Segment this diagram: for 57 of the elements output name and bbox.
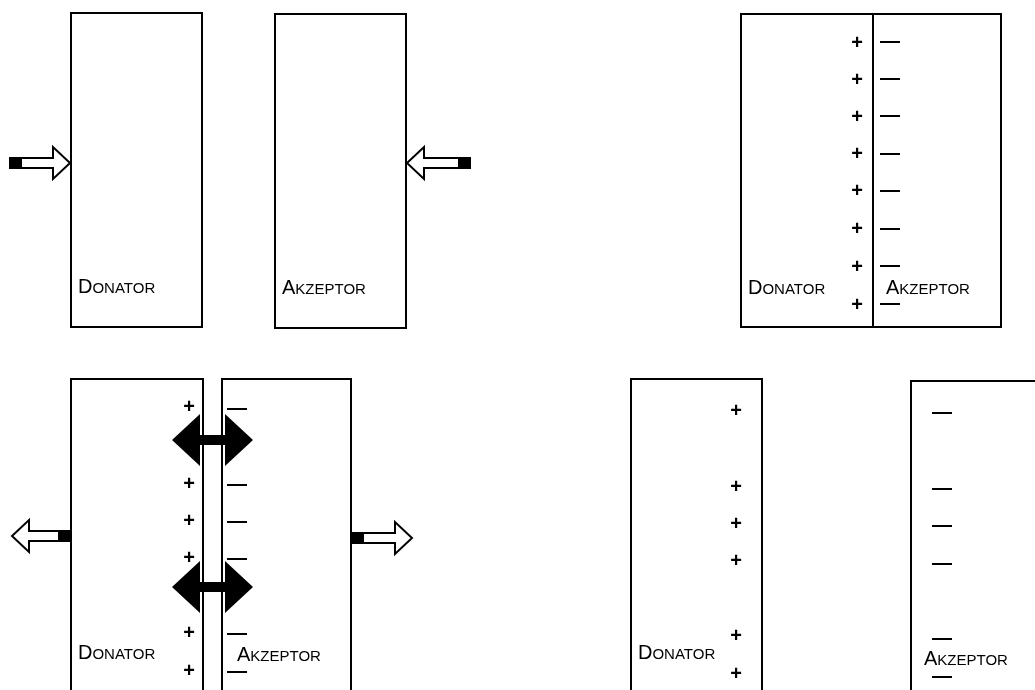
charge-sign: — [932,401,952,421]
layer-label: AKZEPTOR [886,277,970,297]
charge-sign: — [932,514,952,534]
charge-sign: — [227,397,247,417]
layer-label: DONATOR [78,276,156,296]
layer-label: DONATOR [748,277,826,297]
charge-sign: + [851,143,863,163]
charge-sign: — [932,552,952,572]
charge-sign: — [932,477,952,497]
charge-sign: + [183,473,195,493]
layer-box [630,378,763,690]
block-arrow [405,144,471,182]
charge-sign: + [730,476,742,496]
charge-sign: + [183,510,195,530]
charge-sign: — [880,179,900,199]
charge-sign: + [183,622,195,642]
layer-box [910,380,1035,690]
charge-sign: — [880,217,900,237]
charge-sign: — [880,30,900,50]
layer-label: DONATOR [638,642,716,662]
charge-sign: + [851,32,863,52]
layer-label: AKZEPTOR [924,648,1008,668]
layer-box [274,13,407,329]
charge-sign: — [880,142,900,162]
block-arrow [9,144,72,182]
charge-sign: + [730,663,742,683]
charge-sign: + [851,69,863,89]
charge-sign: + [851,256,863,276]
charge-sign: + [183,396,195,416]
charge-sign: — [880,254,900,274]
double-arrow [172,414,253,466]
double-arrow [172,561,253,613]
charge-sign: + [851,294,863,314]
layer-box [740,13,874,328]
charge-sign: + [730,513,742,533]
layer-box [70,12,203,328]
charge-sign: + [851,106,863,126]
charge-sign: — [227,622,247,642]
charge-sign: — [227,473,247,493]
charge-sign: + [183,660,195,680]
block-arrow [10,517,71,555]
charge-sign: + [730,625,742,645]
layer-label: AKZEPTOR [282,277,366,297]
layer-box [874,13,1002,328]
charge-sign: — [932,627,952,647]
charge-sign: — [932,665,952,685]
charge-sign: + [851,218,863,238]
charge-sign: — [880,67,900,87]
charge-sign: — [880,104,900,124]
charge-sign: — [227,510,247,530]
charge-sign: + [183,547,195,567]
charge-sign: + [730,550,742,570]
charge-sign: — [227,547,247,567]
charge-sign: + [730,400,742,420]
layer-label: DONATOR [78,642,156,662]
charge-sign: + [851,180,863,200]
block-arrow [351,519,414,557]
